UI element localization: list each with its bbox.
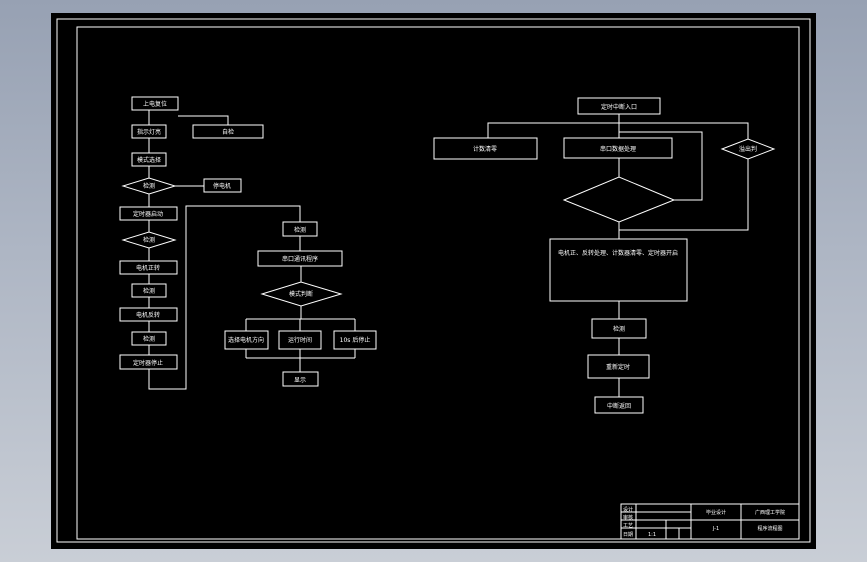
tb-date: 日期	[623, 532, 633, 538]
cad-drawing-canvas: 上电复位 指示灯亮 自检 模式选择 检测 停电机 定时器启动 检测 电机正转 检…	[51, 13, 816, 549]
node-display-label: 显示	[294, 377, 306, 384]
decision-mode[interactable]	[260, 281, 343, 307]
node-process-block-label: 电机正、反转处理、计数器清零、定时器开启	[558, 249, 678, 257]
node-serial-handler-label: 串口数据处理	[600, 145, 636, 153]
node-branch-a-label: 选择电机方向	[228, 336, 264, 344]
decision-overflow-label: 溢出判	[739, 145, 757, 153]
tb-project: 毕业设计	[706, 509, 726, 516]
node-counter-reset[interactable]	[433, 137, 538, 160]
flowchart-drawing: 上电复位 指示灯亮 自检 模式选择 检测 停电机 定时器启动 检测 电机正转 检…	[56, 18, 811, 543]
node-interrupt-entry-label: 定时中断入口	[601, 103, 637, 111]
node-start-up-label: 上电复位	[143, 100, 167, 108]
node-return-label: 中断返回	[607, 402, 631, 410]
node-mode-select-label: 模式选择	[137, 156, 161, 164]
node-start-up[interactable]	[131, 96, 179, 111]
node-timer-stop-label: 定时器停止	[133, 359, 163, 367]
node-serial-handler[interactable]	[563, 137, 673, 159]
node-check-serial-label: 检测	[294, 226, 306, 234]
node-stop-motor-label: 停电机	[213, 182, 231, 190]
tb-school: 广西理工学院	[755, 509, 785, 516]
title-block: 设计 审核 工艺 日期 1:1 毕业设计 J-1 广西理工学院 程序流程图	[620, 503, 800, 540]
tb-drawing-title: 程序流程图	[757, 525, 782, 532]
tb-drawing-no: J-1	[712, 526, 719, 532]
node-process-block[interactable]	[549, 238, 688, 302]
node-led-indicate-label: 指示灯亮	[137, 128, 161, 136]
decision-overflow[interactable]	[720, 138, 776, 160]
node-restart-timer-label: 重新定时	[606, 363, 630, 371]
node-check-interrupt-label: 检测	[613, 325, 625, 333]
decision-process[interactable]	[562, 176, 676, 223]
node-branch-c-label: 10s 后停止	[340, 336, 371, 344]
main-flow: 上电复位 指示灯亮 自检 模式选择 检测 停电机 定时器启动 检测 电机正转 检…	[119, 96, 301, 390]
decision-check-label: 检测	[143, 236, 155, 244]
decision-mode-label: 模式判断	[289, 290, 313, 298]
outer-border	[56, 18, 811, 543]
decision-sense-label: 检测	[143, 182, 155, 190]
tb-process: 工艺	[623, 523, 633, 529]
tb-checker: 审核	[623, 514, 633, 521]
node-self-check-label: 自检	[222, 128, 234, 136]
node-check-b-label: 检测	[143, 287, 155, 295]
node-counter-reset-label: 计数清零	[473, 145, 497, 153]
tb-designer: 设计	[623, 506, 633, 513]
decision-check[interactable]	[121, 231, 177, 249]
inner-border	[76, 26, 800, 540]
title-block-frame	[620, 503, 800, 540]
tb-scale: 1:1	[648, 532, 656, 538]
node-motor-forward-label: 电机正转	[136, 264, 160, 272]
node-comm-program-label: 串口通讯程序	[282, 255, 318, 263]
node-input-check-label: 检测	[143, 335, 155, 343]
node-branch-b-label: 运行时间	[288, 336, 312, 344]
node-timer-start-label: 定时器启动	[133, 210, 163, 218]
interrupt-flow: 定时中断入口 计数清零 串口数据处理 溢出判 电机正、反转处理、计数器清零、定时…	[433, 97, 776, 414]
node-motor-reverse-label: 电机反转	[136, 311, 160, 319]
serial-flow: 检测 串口通讯程序 模式判断 选择电机方向 运行时间 10s 后停止 显示	[224, 221, 377, 387]
